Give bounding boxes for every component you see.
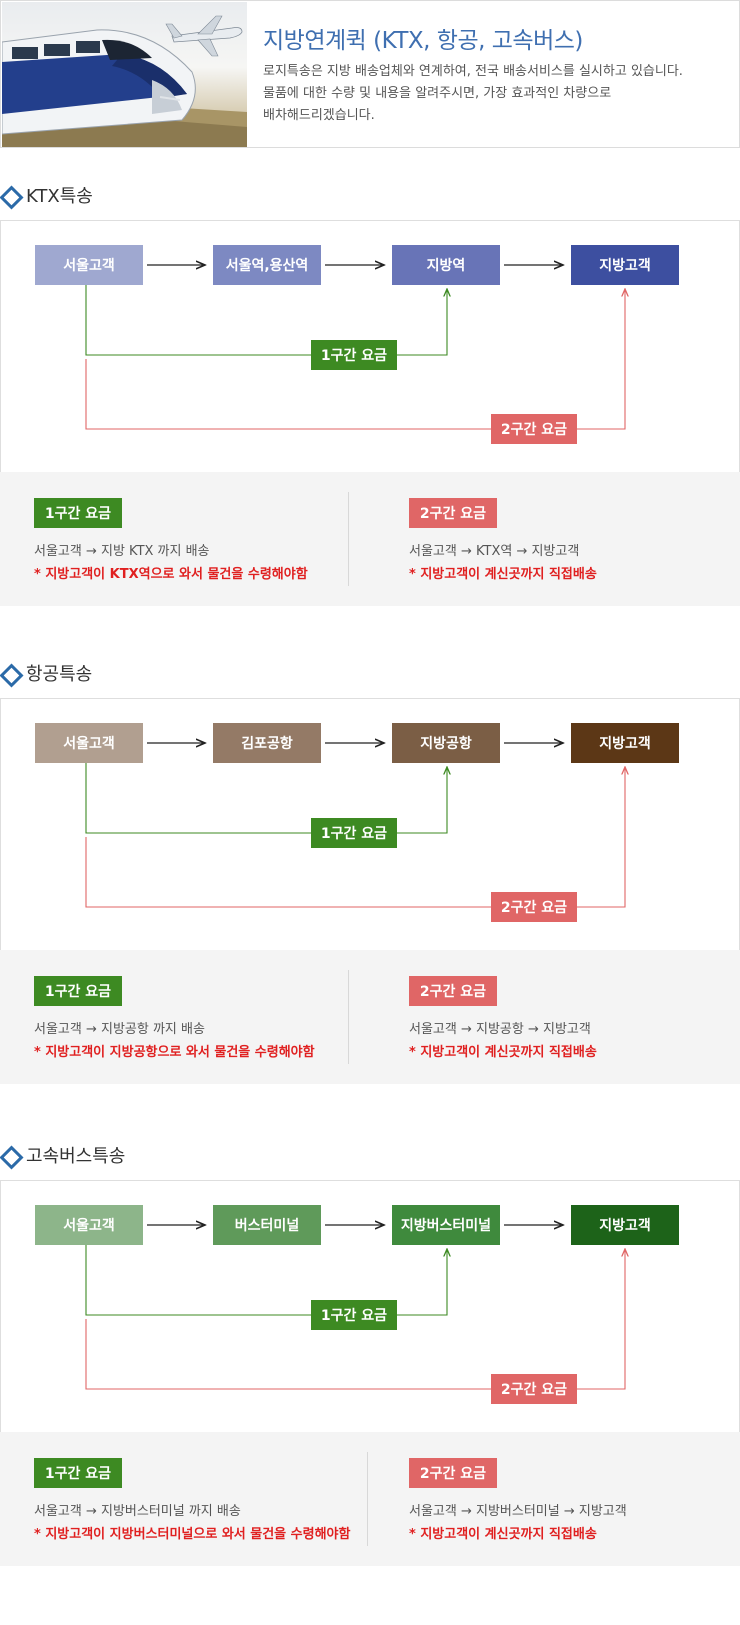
section-title-text: 항공특송 xyxy=(26,660,92,686)
segment2-tag: 2구간 요금 xyxy=(491,1374,577,1404)
fare-divider xyxy=(367,1452,368,1546)
fare2-note: * 지방고객이 계신곳까지 직접배송 xyxy=(409,1523,627,1542)
flow-node: 지방고객 xyxy=(571,1205,679,1245)
fare2-route: 서울고객 → 지방공항 → 지방고객 xyxy=(409,1018,597,1037)
fare1-note: * 지방고객이 KTX역으로 와서 물건을 수령해야함 xyxy=(34,563,308,582)
flow-diagram: 서울고객 버스터미널 지방버스터미널 지방고객 1구간 요금 2구간 요금 xyxy=(0,1180,740,1432)
header-description: 로지특송은 지방 배송업체와 연계하여, 전국 배송서비스를 실시하고 있습니다… xyxy=(263,61,733,127)
fare1-badge: 1구간 요금 xyxy=(34,1458,122,1488)
fare-divider xyxy=(348,492,349,586)
fare2-badge: 2구간 요금 xyxy=(409,1458,497,1488)
segment2-tag: 2구간 요금 xyxy=(491,892,577,922)
fare1-note: * 지방고객이 지방버스터미널으로 와서 물건을 수령해야함 xyxy=(34,1523,350,1542)
flow-node: 서울고객 xyxy=(35,723,143,763)
flow-node: 버스터미널 xyxy=(213,1205,321,1245)
segment2-tag: 2구간 요금 xyxy=(491,414,577,444)
fare1-badge: 1구간 요금 xyxy=(34,498,122,528)
fare1-badge: 1구간 요금 xyxy=(34,976,122,1006)
fare2-badge: 2구간 요금 xyxy=(409,498,497,528)
fare2-badge: 2구간 요금 xyxy=(409,976,497,1006)
fare2-route: 서울고객 → 지방버스터미널 → 지방고객 xyxy=(409,1500,627,1519)
train-airplane-image xyxy=(2,2,247,147)
description-line: 물품에 대한 수량 및 내용을 알려주시면, 가장 효과적인 차량으로 xyxy=(263,83,733,105)
description-line: 배차해드리겠습니다. xyxy=(263,105,733,127)
flow-node: 지방고객 xyxy=(571,245,679,285)
flow-node: 지방공항 xyxy=(392,723,500,763)
flow-node: 지방버스터미널 xyxy=(392,1205,500,1245)
flow-node: 지방고객 xyxy=(571,723,679,763)
section-title: KTX특송 xyxy=(0,182,93,208)
train-illustration xyxy=(2,2,247,147)
segment1-tag: 1구간 요금 xyxy=(311,1300,397,1330)
flow-node: 지방역 xyxy=(392,245,500,285)
fare1-route: 서울고객 → 지방 KTX 까지 배송 xyxy=(34,540,308,559)
flow-node: 서울역,용산역 xyxy=(213,245,321,285)
fare1-route: 서울고객 → 지방공항 까지 배송 xyxy=(34,1018,315,1037)
diamond-bullet-icon xyxy=(0,1146,18,1164)
flow-node: 서울고객 xyxy=(35,1205,143,1245)
flow-node: 김포공항 xyxy=(213,723,321,763)
fare2-route: 서울고객 → KTX역 → 지방고객 xyxy=(409,540,597,559)
flow-diagram: 서울고객 서울역,용산역 지방역 지방고객 1구간 요금 2구간 요금 xyxy=(0,220,740,472)
section-title: 항공특송 xyxy=(0,660,92,686)
header-banner: 지방연계퀵 (KTX, 항공, 고속버스) 로지특송은 지방 배송업체와 연계하… xyxy=(0,0,740,148)
flow-node: 서울고객 xyxy=(35,245,143,285)
diamond-bullet-icon xyxy=(0,664,18,682)
fare-divider xyxy=(348,970,349,1064)
page-title: 지방연계퀵 (KTX, 항공, 고속버스) xyxy=(263,21,583,55)
segment1-tag: 1구간 요금 xyxy=(311,340,397,370)
segment1-tag: 1구간 요금 xyxy=(311,818,397,848)
section-title: 고속버스특송 xyxy=(0,1142,125,1168)
fare1-route: 서울고객 → 지방버스터미널 까지 배송 xyxy=(34,1500,350,1519)
fare1-note: * 지방고객이 지방공항으로 와서 물건을 수령해야함 xyxy=(34,1041,315,1060)
fare2-note: * 지방고객이 계신곳까지 직접배송 xyxy=(409,1041,597,1060)
section-title-text: 고속버스특송 xyxy=(26,1142,125,1168)
diamond-bullet-icon xyxy=(0,186,18,204)
fare2-note: * 지방고객이 계신곳까지 직접배송 xyxy=(409,563,597,582)
section-title-text: KTX특송 xyxy=(26,182,93,208)
flow-diagram: 서울고객 김포공항 지방공항 지방고객 1구간 요금 2구간 요금 xyxy=(0,698,740,950)
description-line: 로지특송은 지방 배송업체와 연계하여, 전국 배송서비스를 실시하고 있습니다… xyxy=(263,61,733,83)
